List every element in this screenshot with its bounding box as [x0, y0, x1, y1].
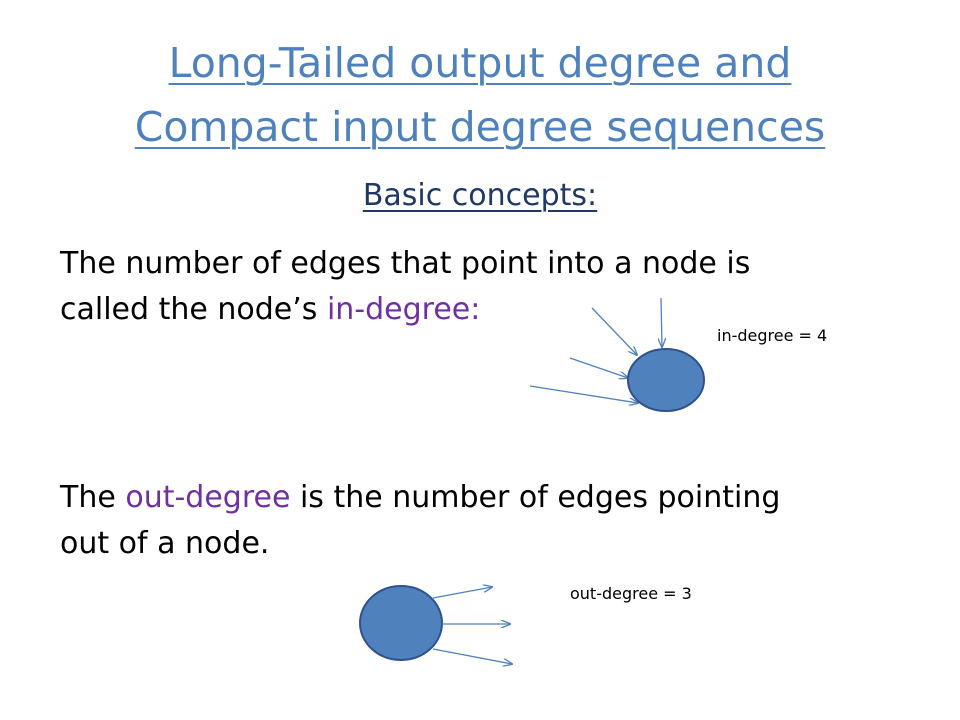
- in-degree-text-line-2: called the node’s in-degree:: [60, 288, 480, 332]
- out-degree-text-line-2: out of a node.: [60, 526, 270, 561]
- out-edge-1: [432, 587, 492, 599]
- out-edge-3: [432, 648, 512, 664]
- title-line-1: Long-Tailed output degree and: [168, 39, 792, 87]
- out-degree-text-line-1: The out-degree is the number of edges po…: [60, 476, 780, 520]
- out-degree-text-prefix: The: [60, 480, 126, 515]
- in-degree-text-line-1: The number of edges that point into a no…: [60, 246, 751, 281]
- in-edge-4: [529, 385, 638, 403]
- title-line-2: Compact input degree sequences: [134, 103, 826, 151]
- in-degree-term: in-degree:: [326, 292, 481, 327]
- out-degree-text-suffix: is the number of edges pointing: [290, 480, 781, 515]
- in-edge-2: [661, 297, 662, 347]
- in-degree-node: [627, 348, 705, 412]
- in-degree-text-prefix: called the node’s: [60, 292, 327, 327]
- subtitle: Basic concepts:: [362, 178, 598, 213]
- out-degree-term: out-degree: [125, 480, 291, 515]
- in-degree-diagram: [529, 297, 705, 412]
- in-degree-label: in-degree = 4: [717, 326, 828, 345]
- out-degree-label: out-degree = 3: [570, 584, 692, 603]
- out-degree-node: [359, 585, 443, 661]
- in-edge-1: [591, 307, 637, 355]
- in-edge-3: [569, 357, 628, 378]
- out-degree-diagram: [359, 585, 512, 664]
